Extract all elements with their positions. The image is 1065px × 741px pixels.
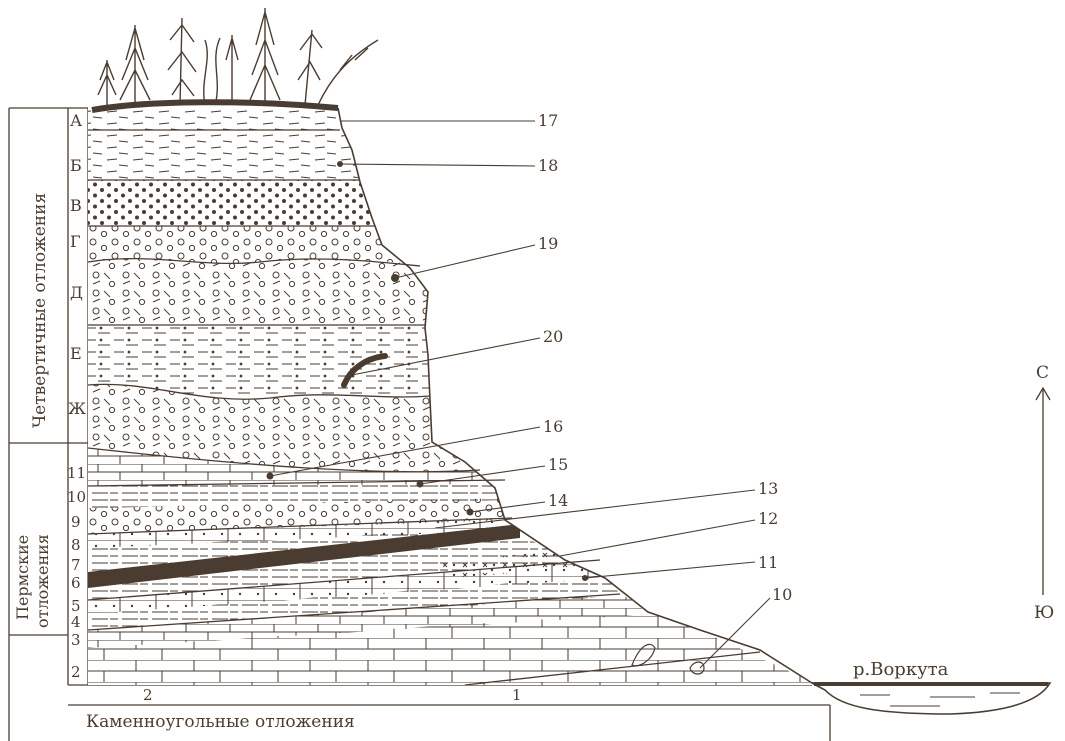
spruce-tree — [250, 8, 280, 105]
callout-number: 13 — [758, 479, 778, 498]
layer-D — [88, 259, 440, 325]
layer-letter: А — [70, 111, 82, 130]
layer-V-sand — [88, 180, 388, 226]
layer-letter: Е — [70, 344, 82, 363]
river-label: р.Воркута — [853, 659, 949, 680]
leaning-tree — [318, 40, 378, 105]
layer-A-soil — [88, 108, 388, 130]
layer-letter: Б — [70, 156, 82, 175]
spruce-tree — [98, 60, 116, 105]
quaternary-label: Четвертичные отложения — [30, 193, 50, 428]
layer-number: 4 — [71, 613, 81, 631]
layer-number: 8 — [71, 536, 81, 554]
layer-number: 10 — [67, 488, 86, 506]
callout-number: 11 — [758, 553, 778, 572]
birch-tree — [298, 30, 322, 105]
river — [812, 683, 1050, 714]
callout-number: 17 — [538, 111, 558, 130]
strata-section — [88, 108, 830, 690]
callout-number: 12 — [758, 509, 778, 528]
south-label: Ю — [1034, 603, 1054, 623]
layer-number: 2 — [71, 663, 81, 681]
carboniferous-label: Каменноугольные отложения — [86, 712, 355, 732]
layer-B — [88, 130, 388, 180]
callout-number: 18 — [538, 156, 558, 175]
spruce-tree — [120, 25, 150, 105]
layer-number: 5 — [71, 597, 81, 615]
callout-number: 15 — [548, 455, 568, 474]
callout-number: 16 — [543, 417, 563, 436]
layer-number: 6 — [71, 574, 81, 592]
spruce-tree — [226, 35, 238, 105]
layer-letter: Г — [70, 232, 81, 251]
permian-label-line2: отложения — [33, 534, 52, 628]
callout-number: 10 — [772, 585, 792, 604]
carboniferous-number: 1 — [512, 686, 522, 704]
north-label: С — [1036, 363, 1049, 383]
permian-label-line1: Пермские — [13, 535, 32, 620]
forest-illustration — [92, 8, 378, 110]
layer-number: 11 — [67, 464, 86, 482]
north-south-arrow — [1036, 388, 1050, 595]
layer-number: 9 — [71, 513, 81, 531]
bush — [204, 38, 220, 105]
callout-number: 14 — [548, 491, 568, 510]
callout-number: 20 — [543, 327, 563, 346]
layer-letter: Д — [70, 283, 83, 302]
layer-number: 7 — [71, 556, 81, 574]
birch-tree — [168, 18, 196, 105]
layer-letter: В — [70, 196, 82, 215]
layer-number: 3 — [71, 631, 81, 649]
callout-number: 19 — [538, 234, 558, 253]
layer-letter: Ж — [68, 399, 86, 418]
carboniferous-number: 2 — [143, 686, 153, 704]
